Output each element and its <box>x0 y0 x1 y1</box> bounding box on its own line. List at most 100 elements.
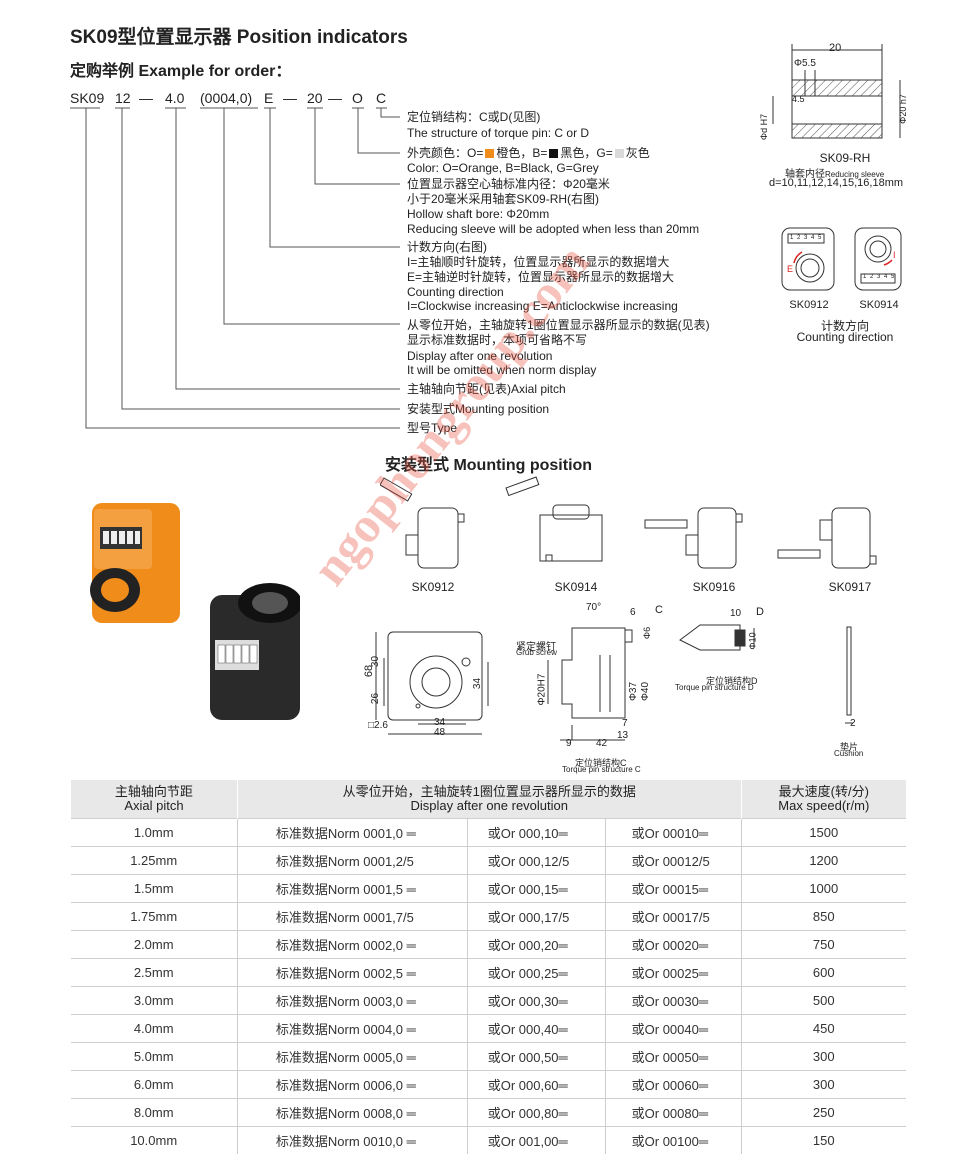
cell-axial-pitch: 1.75mm <box>71 903 238 931</box>
grub-screw-en: Grub screw <box>516 648 557 657</box>
cell-or-2: 或Or 00015═ <box>605 875 741 903</box>
color-desc-part: 灰色 <box>626 146 650 160</box>
cell-or-2: 或Or 00010═ <box>605 819 741 847</box>
cell-or-2: 或Or 00020═ <box>605 931 741 959</box>
dir-mark-e: E <box>787 264 793 274</box>
cell-max-speed: 750 <box>741 931 906 959</box>
cell-axial-pitch: 6.0mm <box>71 1071 238 1099</box>
cell-or-2: 或Or 00100═ <box>605 1127 741 1154</box>
pin-desc-en: The structure of torque pin: C or D <box>407 126 589 141</box>
header-display-en: Display after one revolution <box>239 799 740 813</box>
dim-d: D <box>756 606 764 618</box>
cell-max-speed: 600 <box>741 959 906 987</box>
color-desc-part: 外壳颜色：O= <box>407 146 483 160</box>
dir-right-label: SK0914 <box>851 299 907 311</box>
dim-phi40: Φ40 <box>640 682 651 701</box>
color-desc-part: 橙色，B= <box>496 146 547 160</box>
dir-caption-en: Counting direction <box>780 330 910 344</box>
cell-max-speed: 500 <box>741 987 906 1015</box>
cell-max-speed: 1000 <box>741 875 906 903</box>
dim-13: 13 <box>617 730 628 741</box>
cell-or-1: 或Or 000,25═ <box>467 959 605 987</box>
cell-max-speed: 300 <box>741 1043 906 1071</box>
bore-desc-en1: Hollow shaft bore: Φ20mm <box>407 207 549 222</box>
dim-c: C <box>655 604 663 616</box>
mount-label-sk0917: SK0917 <box>815 580 885 594</box>
sleeve-dim-20: 20 <box>829 42 841 54</box>
dir-digits-left: 1 2 3 4 5 <box>790 235 822 241</box>
orange-swatch <box>485 149 494 158</box>
header-speed-en: Max speed(r/m) <box>743 799 905 813</box>
cell-axial-pitch: 5.0mm <box>71 1043 238 1071</box>
dim-9: 9 <box>566 738 572 749</box>
cell-or-2: 或Or 00025═ <box>605 959 741 987</box>
header-speed-cn: 最大速度(转/分) <box>743 785 905 799</box>
cell-axial-pitch: 1.5mm <box>71 875 238 903</box>
cell-norm: 标准数据Norm 0002,5 ═ <box>237 959 467 987</box>
sleeve-dim-45: 4.5 <box>792 94 805 104</box>
cell-or-1: 或Or 000,30═ <box>467 987 605 1015</box>
cell-norm: 标准数据Norm 0010,0 ═ <box>237 1127 467 1154</box>
cell-or-2: 或Or 00012/5 <box>605 847 741 875</box>
cell-axial-pitch: 8.0mm <box>71 1099 238 1127</box>
cell-or-1: 或Or 000,15═ <box>467 875 605 903</box>
cell-max-speed: 450 <box>741 1015 906 1043</box>
cell-or-1: 或Or 000,60═ <box>467 1071 605 1099</box>
dim-10: 10 <box>730 608 741 619</box>
color-desc-part: 黑色，G= <box>560 146 612 160</box>
cell-or-2: 或Or 00017/5 <box>605 903 741 931</box>
cell-axial-pitch: 4.0mm <box>71 1015 238 1043</box>
cell-or-1: 或Or 000,20═ <box>467 931 605 959</box>
cell-max-speed: 300 <box>741 1071 906 1099</box>
cell-norm: 标准数据Norm 0001,0 ═ <box>237 819 467 847</box>
cell-max-speed: 150 <box>741 1127 906 1154</box>
cell-norm: 标准数据Norm 0002,0 ═ <box>237 931 467 959</box>
cell-or-1: 或Or 000,80═ <box>467 1099 605 1127</box>
cell-max-speed: 250 <box>741 1099 906 1127</box>
cell-norm: 标准数据Norm 0008,0 ═ <box>237 1099 467 1127</box>
cell-norm: 标准数据Norm 0001,7/5 <box>237 903 467 931</box>
header-pitch-en: Axial pitch <box>72 799 236 813</box>
cell-or-2: 或Or 00050═ <box>605 1043 741 1071</box>
dim-phi10: Φ10 <box>748 632 758 649</box>
dim-26: 26 <box>370 693 381 704</box>
cushion-en: Cushion <box>834 749 863 758</box>
header-max-speed: 最大速度(转/分)Max speed(r/m) <box>741 780 906 819</box>
pin-desc-cn: 定位销结构：C或D(见图) <box>407 110 540 125</box>
dim-2-6: □2.6 <box>368 720 388 731</box>
cell-max-speed: 850 <box>741 903 906 931</box>
dir-left-label: SK0912 <box>781 299 837 311</box>
color-desc-cn: 外壳颜色：O= 橙色，B= 黑色，G= 灰色 <box>407 146 650 161</box>
cell-or-1: 或Or 000,10═ <box>467 819 605 847</box>
cell-or-2: 或Or 00080═ <box>605 1099 741 1127</box>
sleeve-dim-right: Φ20 h7 <box>898 94 908 124</box>
cell-axial-pitch: 1.25mm <box>71 847 238 875</box>
dim-7: 7 <box>622 718 628 729</box>
cell-or-1: 或Or 001,00═ <box>467 1127 605 1154</box>
dim-2: 2 <box>850 718 856 729</box>
header-pitch-cn: 主轴轴向节距 <box>72 785 236 799</box>
pin-c-en: Torque pin structure C <box>562 765 641 774</box>
sleeve-dim-phi55: Φ5.5 <box>794 58 816 69</box>
cell-norm: 标准数据Norm 0003,0 ═ <box>237 987 467 1015</box>
sleeve-name: SK09-RH <box>790 151 900 165</box>
pin-d-en: Torque pin structure D <box>675 683 754 692</box>
sleeve-sizes: d=10,11,12,14,15,16,18mm <box>769 177 903 189</box>
cell-norm: 标准数据Norm 0004,0 ═ <box>237 1015 467 1043</box>
dim-phi20: Φ20H7 <box>536 674 547 706</box>
black-swatch <box>549 149 558 158</box>
cell-max-speed: 1500 <box>741 819 906 847</box>
mount-label-sk0912: SK0912 <box>398 580 468 594</box>
dim-phi37: Φ37 <box>628 682 639 701</box>
